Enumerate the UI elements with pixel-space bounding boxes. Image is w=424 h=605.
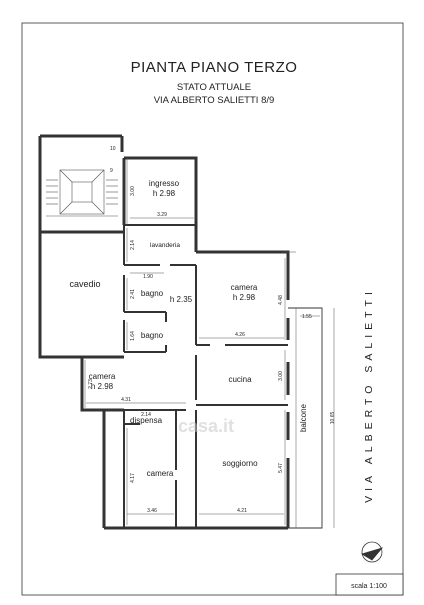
dim-soggiorno-depth: 5.47: [278, 463, 284, 473]
room-camera-1-height: h 2.98: [233, 293, 256, 302]
dim-camera-3-width: 3.46: [147, 508, 157, 514]
dim-camera-1-depth: 4.48: [278, 295, 284, 305]
room-camera-2-height: h 2.98: [91, 382, 114, 391]
room-camera-2: camera: [89, 372, 116, 381]
watermark: casa.it: [178, 416, 234, 436]
room-bagno-1: bagno: [141, 289, 164, 298]
stair-number-10: 10: [110, 146, 116, 152]
stair-number-9: 9: [110, 168, 113, 174]
dim-camera-2-width: 4.31: [121, 397, 131, 403]
room-bagno-2: bagno: [141, 331, 164, 340]
dim-bagno-width: 1.90: [143, 274, 153, 280]
room-camera-1: camera: [231, 283, 258, 292]
room-balcone: balcone: [299, 403, 308, 432]
room-cavedio: cavedio: [69, 279, 100, 289]
room-soggiorno: soggiorno: [222, 459, 258, 468]
room-lavanderia: lavanderia: [150, 242, 180, 249]
sheet-frame: [21, 22, 404, 596]
north-arrow-icon: [361, 541, 384, 563]
room-camera-3: camera: [147, 469, 174, 478]
dim-soggiorno-width: 4.21: [237, 508, 247, 514]
dim-bagno-1: 2.41: [130, 289, 136, 299]
dim-dispensa: 2.14: [141, 412, 151, 418]
room-ingresso: ingresso: [149, 179, 180, 188]
dim-balcone-width: 1.55: [302, 314, 312, 320]
scale-box: [335, 573, 404, 596]
room-cucina: cucina: [228, 375, 252, 384]
street-name: VIA ALBERTO SALIETTI: [363, 287, 375, 503]
dim-total-length: 10.65: [330, 412, 336, 425]
room-ingresso-height: h 2.98: [153, 189, 176, 198]
dim-camera-1-width: 4.26: [235, 332, 245, 338]
plan-subtitle: STATO ATTUALE: [177, 82, 251, 93]
dimension-lines: [84, 158, 320, 528]
scale-label: scala 1:100: [351, 583, 387, 590]
plan-title: PIANTA PIANO TERZO: [131, 59, 298, 76]
dim-ingresso-width: 3.29: [157, 212, 167, 218]
dim-cucina: 3.00: [278, 371, 284, 381]
dim-camera-2-depth: 2.73: [88, 379, 94, 389]
plan-address: VIA ALBERTO SALIETTI 8/9: [154, 95, 275, 106]
dim-camera-3-depth: 4.17: [130, 473, 136, 483]
stair-well: [46, 169, 118, 217]
interior-walls: [123, 224, 288, 528]
dim-ingresso-height: 3.00: [130, 186, 136, 196]
dim-lavanderia: 2.14: [130, 240, 136, 250]
room-dispensa: dispensa: [130, 416, 163, 425]
balcone-outline: [288, 307, 323, 529]
dim-bagno-2: 1.64: [130, 331, 136, 341]
corridor-height: h 2.35: [170, 295, 193, 304]
